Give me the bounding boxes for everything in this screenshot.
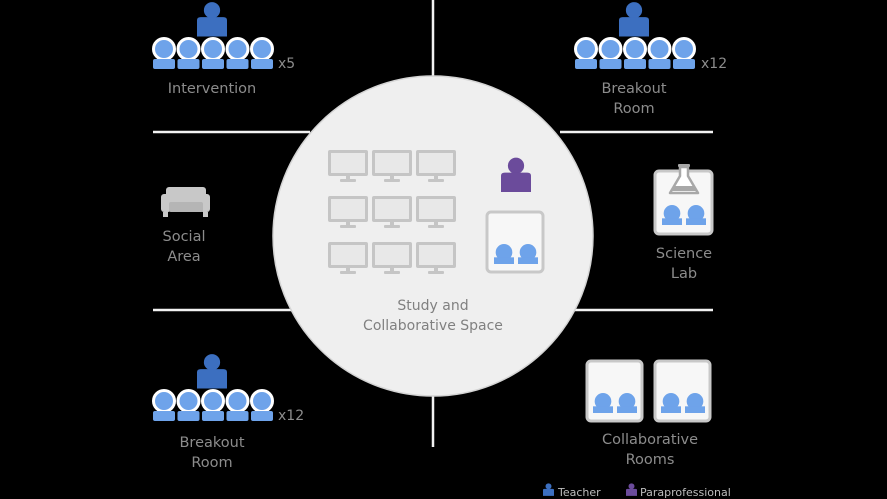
intervention-zone: x5 Intervention: [152, 2, 295, 97]
breakout-top-label-line1: Breakout: [601, 81, 666, 97]
collab-label-line2: Rooms: [626, 452, 675, 468]
student-row: [574, 37, 696, 69]
legend-teacher-label: Teacher: [557, 486, 601, 499]
center-label-line1: Study and: [397, 298, 468, 314]
divider-lines: [153, 0, 713, 447]
flask-icon: [668, 164, 700, 195]
breakout-top-label-line2: Room: [613, 101, 654, 117]
legend-paraprofessional-label: Paraprofessional: [640, 486, 731, 499]
student-icon: [574, 37, 598, 69]
student-icon: [623, 37, 647, 69]
student-icon: [647, 37, 672, 69]
student-icon: [201, 37, 225, 69]
student-icon: [225, 37, 250, 69]
center-collab-table: [485, 210, 545, 274]
student-icon: [176, 37, 201, 69]
science-label-line1: Science: [656, 246, 712, 262]
computer-grid: [328, 150, 456, 274]
breakout-bottom-count: x12: [278, 408, 304, 424]
collab-room: [585, 359, 644, 423]
study-space-circle: [272, 75, 594, 397]
breakout-bottom-label-line1: Breakout: [179, 435, 244, 451]
student-row: [152, 37, 274, 69]
student-icon: [250, 37, 274, 69]
teacher-icon: [197, 2, 227, 37]
center-label-line2: Collaborative Space: [363, 318, 503, 334]
student-icon: [176, 389, 201, 421]
student-icon: [250, 389, 274, 421]
breakout-top-count: x12: [701, 56, 727, 72]
student-icon: [225, 389, 250, 421]
intervention-label: Intervention: [168, 81, 257, 97]
breakout-bottom-label-line2: Room: [191, 455, 232, 471]
student-icon: [672, 37, 696, 69]
social-label-line2: Area: [167, 249, 200, 265]
student-icon: [201, 389, 225, 421]
legend-teacher-icon: [543, 483, 554, 496]
student-icon: [598, 37, 623, 69]
legend: Teacher Paraprofessional: [543, 483, 731, 499]
breakout-room-bottom-zone: x12 Breakout Room: [152, 354, 304, 471]
science-label-line2: Lab: [671, 266, 697, 282]
student-icon: [152, 389, 176, 421]
intervention-count: x5: [278, 56, 295, 72]
teacher-icon: [619, 2, 649, 37]
collab-label-line1: Collaborative: [602, 432, 698, 448]
sofa-icon: [161, 187, 210, 217]
collab-room: [653, 359, 712, 423]
collaborative-rooms-zone: Collaborative Rooms: [585, 359, 712, 468]
teacher-icon: [197, 354, 227, 389]
social-area-zone: Social Area: [161, 187, 210, 265]
legend-paraprofessional-icon: [626, 483, 637, 496]
science-lab-zone: Science Lab: [653, 164, 714, 282]
student-icon: [152, 37, 176, 69]
breakout-room-top-zone: x12 Breakout Room: [574, 2, 727, 117]
social-label-line1: Social: [163, 229, 206, 245]
student-row: [152, 389, 274, 421]
